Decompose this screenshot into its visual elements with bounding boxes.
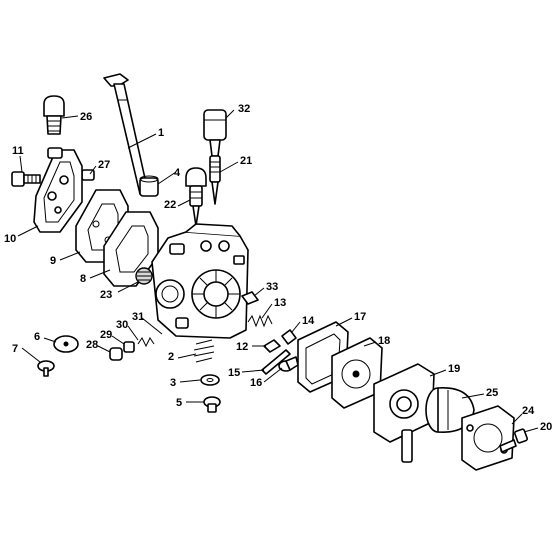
callout-5: 5	[176, 397, 182, 409]
leader-lines	[17, 109, 539, 433]
callout-24: 24	[522, 405, 535, 417]
callout-23: 23	[100, 289, 112, 301]
part-14-pin	[281, 329, 297, 345]
part-15-axle	[261, 349, 291, 375]
callout-4: 4	[174, 167, 181, 179]
part-24-retainer-plate	[461, 405, 515, 471]
part-33-plug	[241, 291, 259, 305]
callout-15: 15	[228, 367, 240, 379]
callout-13: 13	[274, 297, 286, 309]
callout-17: 17	[354, 311, 366, 323]
part-29-plug	[123, 341, 135, 353]
callout-16: 16	[250, 377, 262, 389]
callout-7: 7	[12, 343, 18, 355]
callout-30: 30	[116, 319, 128, 331]
part-3-washer	[200, 374, 220, 386]
callout-11: 11	[12, 145, 24, 157]
part-12-lever	[263, 339, 281, 353]
callout-31: 31	[132, 311, 144, 323]
callout-18: 18	[378, 335, 390, 347]
part-31-pin	[151, 325, 163, 335]
callout-3: 3	[170, 377, 176, 389]
part-11-screw	[11, 171, 41, 187]
part-7-screw	[37, 360, 55, 377]
callout-6: 6	[34, 331, 40, 343]
callout-12: 12	[236, 341, 248, 353]
callout-19: 19	[448, 363, 460, 375]
callout-20: 20	[540, 421, 552, 433]
callout-9: 9	[50, 255, 56, 267]
callout-29: 29	[100, 329, 112, 341]
callout-2: 2	[168, 351, 174, 363]
callout-28: 28	[86, 339, 98, 351]
part-1-throttle-shaft	[103, 73, 149, 195]
callout-14: 14	[302, 315, 315, 327]
part-20-screw	[499, 428, 528, 453]
part-32-cap	[203, 109, 227, 157]
part-2-spring	[193, 339, 215, 363]
part-10-pump-cover	[33, 147, 83, 233]
callout-22: 22	[164, 199, 176, 211]
part-30-spring	[137, 337, 155, 348]
callout-25: 25	[486, 387, 498, 399]
callout-8: 8	[80, 273, 86, 285]
callout-21: 21	[240, 155, 252, 167]
part-13-spring	[247, 314, 273, 328]
callout-27: 27	[98, 159, 110, 171]
part-23-strainer	[135, 267, 153, 285]
part-21-needle	[209, 155, 221, 205]
part-6-plate	[53, 335, 79, 353]
part-5-screw	[203, 396, 221, 413]
callout-labels: 26 1 4 32 21 22 11 27 10 9 8 23 33 13 14…	[4, 103, 552, 433]
callout-33: 33	[266, 281, 278, 293]
part-28-jet	[109, 347, 123, 361]
carburetor-body	[151, 223, 249, 339]
callout-10: 10	[4, 233, 16, 245]
callout-1: 1	[158, 127, 164, 139]
part-26-plug	[43, 95, 65, 135]
part-19-cover	[373, 363, 435, 463]
callout-32: 32	[238, 103, 250, 115]
callout-26: 26	[80, 111, 92, 123]
part-4-sleeve	[139, 175, 159, 197]
part-22-cap-needle	[185, 167, 207, 227]
